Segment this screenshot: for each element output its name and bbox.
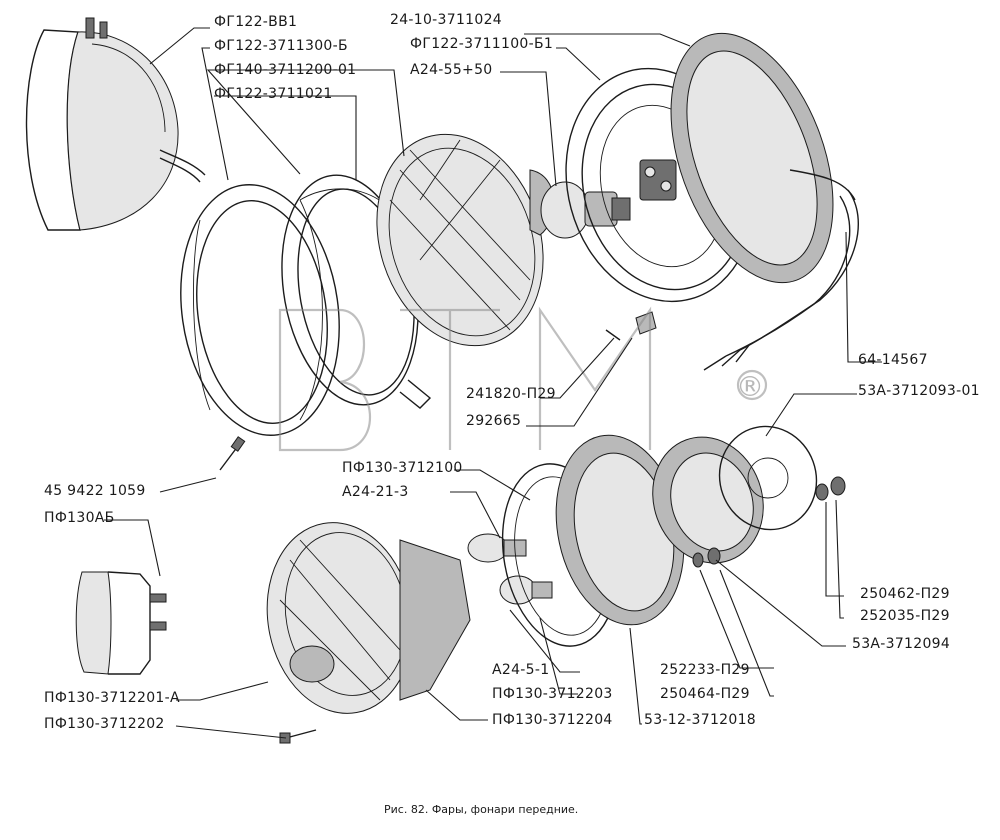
label-pf130-3712100: ПФ130-3712100 [342,460,463,476]
lens-unit-drawing [376,133,555,347]
label-53a-3712094: 53А-3712094 [852,636,951,652]
lamp-screw-drawing [279,729,317,744]
small-bulbs-drawing [467,533,553,605]
label-53a-3712093-01: 53А-3712093-01 [858,383,980,399]
gasket-drawing [652,425,818,564]
lamp-body-drawing [555,434,685,626]
label-a24-55-50: А24-55+50 [410,62,493,78]
watermark-registered-mark: ® [736,370,765,403]
washers-nuts-drawing [692,476,846,568]
label-pf130-3712203: ПФ130-3712203 [492,686,613,702]
label-a24-5-1: А24-5-1 [492,662,550,678]
label-252035-p29: 252035-П29 [860,608,950,624]
label-53-12-3712018: 53-12-3712018 [644,712,756,728]
label-pf130ab: ПФ130АБ [44,510,115,526]
label-250464-p29: 250464-П29 [660,686,750,702]
label-fg140-3711200-01: ФГ140-3711200-01 [214,62,357,78]
label-241820-p29: 241820-П29 [466,386,556,402]
rim-ring-drawing [180,184,340,436]
label-24-10-3711024: 24-10-3711024 [390,12,502,28]
label-pf130-3712202: ПФ130-3712202 [44,716,165,732]
label-a24-21-3: А24-21-3 [342,484,409,500]
label-fg122-vv1: ФГ122-ВВ1 [214,14,298,30]
label-45-9422-1059: 45 9422 1059 [44,483,146,499]
label-pf130-3712201-a: ПФ130-3712201-А [44,690,180,706]
label-250462-p29: 250462-П29 [860,586,950,602]
label-pf130-3712204: ПФ130-3712204 [492,712,613,728]
label-252233-p29: 252233-П29 [660,662,750,678]
figure-caption: Рис. 82. Фары, фонари передние. [384,803,579,816]
assembled-headlight-drawing [25,17,206,231]
leader-lines [104,27,882,739]
side-lamp-lens-drawing [266,522,471,714]
bulb-drawing [540,181,631,239]
flange-drawing [670,32,859,371]
label-fg122-3711100-b1: ФГ122-3711100-Б1 [410,36,554,52]
watermark-drawing [278,306,768,452]
label-64-14567: 64-14567 [858,352,928,368]
label-fg122-3711021: ФГ122-3711021 [214,86,333,102]
label-292665: 292665 [466,413,522,429]
assembled-side-lamp-drawing [75,571,167,675]
screw-drawing [219,436,246,471]
label-fg122-3711300-b: ФГ122-3711300-Б [214,38,348,54]
